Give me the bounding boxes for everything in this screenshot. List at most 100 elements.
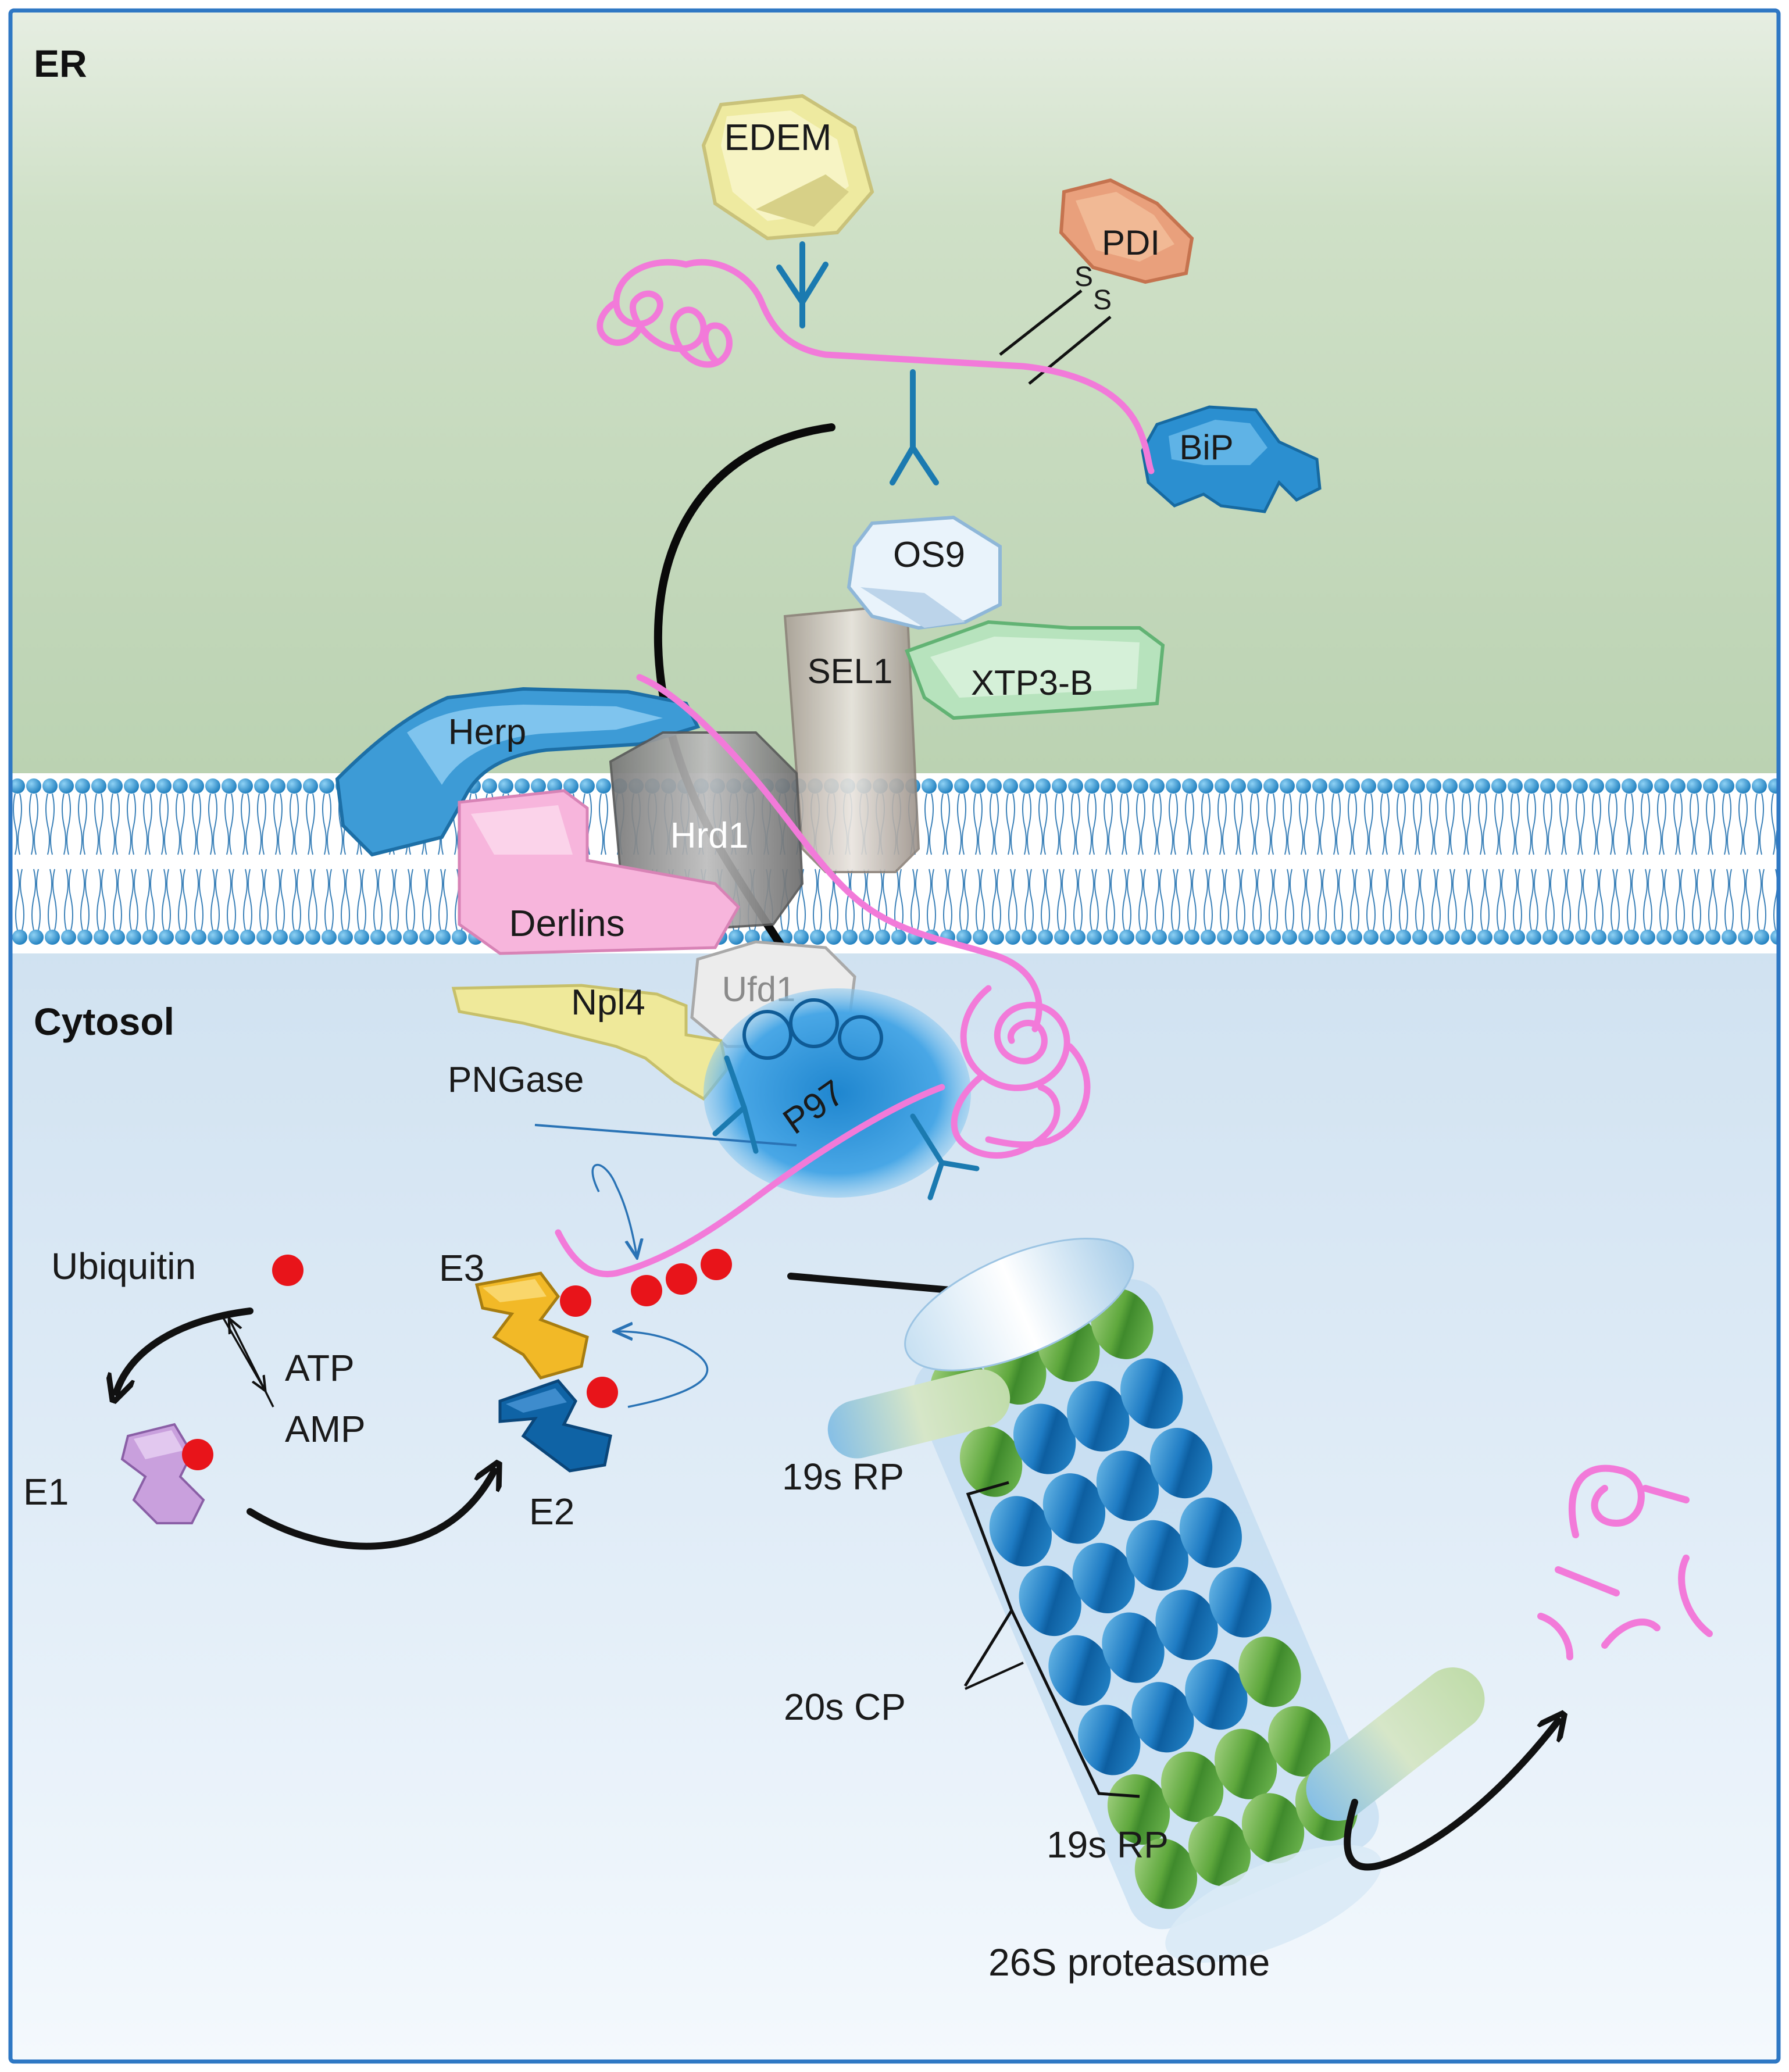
hrd1-label: Hrd1 (670, 816, 748, 856)
lipid-head (1394, 778, 1409, 794)
lipid-head (1689, 930, 1704, 945)
npl4-label: Npl4 (571, 983, 645, 1023)
lipid-tail (127, 793, 138, 931)
lipid-head (1005, 930, 1020, 945)
lipid-head (1266, 930, 1281, 945)
lipid-head (222, 778, 237, 794)
lipid-head (12, 930, 27, 945)
e1-to-e2-arrow (247, 1471, 494, 1550)
lipid-head (26, 778, 41, 794)
lipid-head (515, 778, 530, 794)
lipid-tail (1087, 793, 1099, 931)
lipid-head (45, 930, 60, 945)
lipid-head (1182, 778, 1197, 794)
proteasome-subunit (1131, 1682, 1194, 1753)
lipid-head (987, 778, 1002, 794)
lipid-tail (1445, 793, 1457, 931)
lipid-head (1231, 778, 1246, 794)
lipid-head (1540, 778, 1555, 794)
lipid-head (1491, 778, 1506, 794)
lipid-tail (1299, 793, 1310, 931)
proteasome-subunit (1048, 1635, 1111, 1706)
degradation-exit-arrow (1344, 1721, 1558, 1871)
e2-ubiquitin-dot (587, 1377, 618, 1408)
lipid-head (1656, 930, 1672, 945)
e3-label: E3 (439, 1247, 484, 1289)
proteasome-subunit (1096, 1451, 1159, 1521)
lipid-head (189, 778, 204, 794)
lipid-head (1738, 930, 1753, 945)
lipid-head (547, 778, 562, 794)
peptide-fragments (1537, 1464, 1713, 1660)
lipid-head (1426, 778, 1441, 794)
lipid-head (1442, 778, 1458, 794)
lipid-tail (1397, 793, 1408, 931)
lipid-head (1573, 778, 1588, 794)
er-label: ER (34, 42, 87, 85)
proteasome-subunit (1241, 1793, 1305, 1864)
lipid-tail (45, 793, 57, 931)
glycan-cytosol-2 (910, 1113, 980, 1201)
proteasome-subunit (989, 1496, 1052, 1567)
lipid-head (224, 930, 239, 945)
lipid-head (1249, 930, 1265, 945)
lipid-head (1119, 930, 1134, 945)
lipid-tail (1071, 793, 1083, 931)
lipid-head (1166, 778, 1181, 794)
lipid-head (1003, 778, 1018, 794)
lipid-tail (1315, 793, 1327, 931)
lipid-tail (1038, 793, 1050, 931)
cp-label: 20s CP (784, 1686, 906, 1728)
lipid-tail (1364, 793, 1376, 931)
lipid-head (1459, 778, 1474, 794)
lipid-head (1280, 778, 1295, 794)
lipid-head (891, 930, 906, 945)
lipid-tail (1136, 793, 1148, 931)
disulfide-s2: S (1093, 285, 1112, 316)
lipid-tail (1673, 793, 1685, 931)
lipid-head (498, 778, 513, 794)
lipid-tail (1478, 793, 1490, 931)
lipid-head (238, 778, 253, 794)
lipid-tail (257, 793, 269, 931)
proteasome-subunit (1209, 1567, 1272, 1638)
lipid-tail (1169, 793, 1180, 931)
lipid-head (1477, 930, 1492, 945)
ubiquitin-to-e1-arrow (116, 1307, 253, 1392)
lipid-tail (1527, 793, 1538, 931)
lipid-head (1329, 778, 1344, 794)
os9-protein: OS9 (847, 515, 1002, 630)
rp-bottom-label: 19s RP (1047, 1824, 1169, 1866)
lipid-head (1429, 930, 1444, 945)
pngase-label: PNGase (448, 1060, 584, 1100)
proteasome-26s (827, 1237, 1485, 1963)
ubiquitin-label: Ubiquitin (51, 1245, 196, 1287)
lipid-head (91, 778, 106, 794)
sel1-protein: SEL1 (783, 603, 920, 873)
lipid-head (580, 778, 595, 794)
lipid-head (303, 778, 318, 794)
lipid-head (1624, 930, 1639, 945)
lipid-head (1215, 778, 1230, 794)
lipid-tail (159, 793, 171, 931)
pdi-protein: PDI (1059, 178, 1194, 284)
lipid-head (1722, 930, 1737, 945)
lipid-head (1168, 930, 1183, 945)
lipid-tail (143, 793, 155, 931)
e1-ubiquitin-dot (182, 1439, 213, 1470)
lipid-head (1068, 778, 1083, 794)
e3-ligase (474, 1271, 589, 1380)
lipid-head (254, 778, 269, 794)
cp-leader-line (965, 1662, 1024, 1690)
lipid-head (75, 778, 90, 794)
lipid-head (10, 778, 25, 794)
amp-label: AMP (285, 1408, 366, 1450)
lipid-tail (1266, 793, 1278, 931)
lipid-head (1101, 778, 1116, 794)
lipid-head (1640, 930, 1655, 945)
glycan-cytosol-1 (712, 1055, 759, 1154)
lipid-head (1363, 930, 1379, 945)
lipid-head (1135, 930, 1151, 945)
lipid-tail (176, 793, 187, 931)
lipid-head (1087, 930, 1102, 945)
